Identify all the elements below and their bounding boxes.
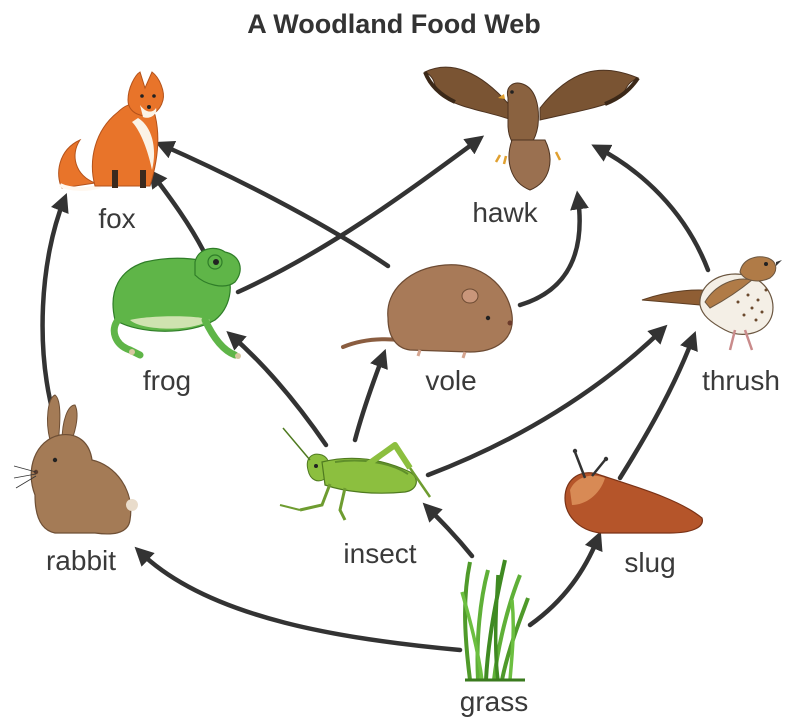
hawk-illustration [425,67,638,190]
label-vole: vole [425,365,476,396]
label-frog: frog [143,365,191,396]
label-fox: fox [98,203,135,234]
slug-illustration [565,449,702,533]
fox-illustration [59,72,164,189]
arrow-rabbit-to-fox [43,200,64,420]
arrow-insect-to-vole [355,356,383,440]
frog-illustration [113,248,241,359]
arrow-insect-to-frog [232,336,326,445]
arrow-vole-to-fox [162,145,388,266]
arrow-grass-to-slug [530,538,598,625]
label-slug: slug [624,547,675,578]
label-rabbit: rabbit [46,545,116,576]
grass-illustration [462,560,528,680]
label-hawk: hawk [472,197,538,228]
arrow-frog-to-fox [153,175,203,250]
label-grass: grass [460,686,528,717]
arrow-thrush-to-hawk [598,148,708,270]
thrush-illustration [642,257,782,350]
arrow-grass-to-insect [428,508,472,556]
vole-illustration [343,265,513,358]
diagram-title: A Woodland Food Web [247,9,540,39]
label-thrush: thrush [702,365,780,396]
rabbit-illustration [14,395,138,534]
label-insect: insect [343,538,416,569]
